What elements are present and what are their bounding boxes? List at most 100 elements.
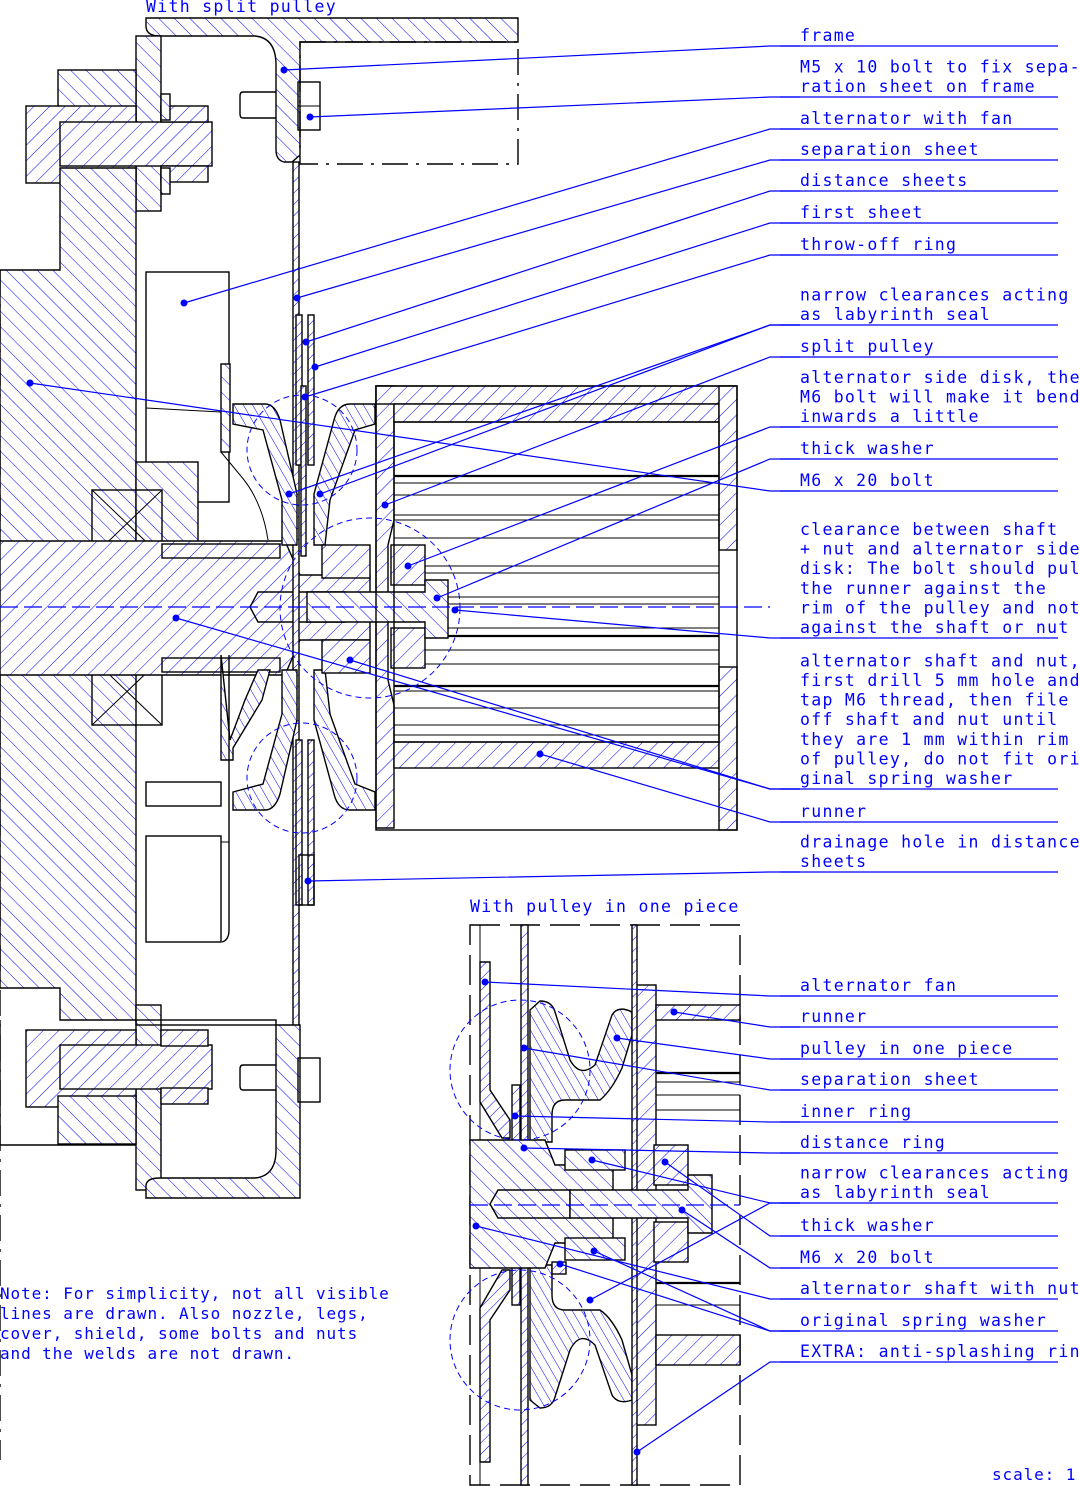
leader-dot	[180, 299, 188, 307]
leader-dot	[520, 1144, 528, 1152]
callout: M6 x 20 bolt	[780, 1248, 1058, 1269]
note-line: Note: For simplicity, not all visible	[0, 1284, 390, 1303]
leader-dot	[633, 1448, 641, 1456]
callout-text: alternator side disk, the	[800, 368, 1079, 387]
callout-text: alternator shaft and nut,	[800, 651, 1079, 670]
callout: frame	[780, 26, 1058, 47]
callout-text: thick washer	[800, 1216, 935, 1235]
fan-ring-top	[220, 363, 231, 453]
callout-text: against the shaft or nut	[800, 618, 1070, 637]
callout-text: as labyrinth seal	[800, 305, 991, 324]
callout: M6 x 20 bolt	[780, 471, 1058, 492]
frame-part	[145, 17, 519, 163]
leader-dot	[346, 656, 354, 664]
callout-text: narrow clearances acting	[800, 285, 1070, 304]
note-line: lines are drawn. Also nozzle, legs,	[0, 1304, 369, 1323]
callout: distance ring	[780, 1133, 1058, 1154]
alternator-bolt-shank-bottom	[59, 1044, 213, 1090]
callout: inner ring	[780, 1102, 1058, 1123]
detail-circle-center	[279, 517, 461, 699]
leader-dot	[481, 978, 489, 986]
leader-line	[283, 45, 800, 71]
callout-text: as labyrinth seal	[800, 1183, 991, 1202]
m6-bolt	[306, 579, 449, 639]
leader-line	[296, 159, 800, 299]
callout-text: runner	[800, 1007, 867, 1026]
leader-dot	[661, 1158, 669, 1166]
callout-text: throw-off ring	[800, 235, 957, 254]
leader-line	[436, 458, 800, 599]
leader-line	[514, 1115, 800, 1123]
scale-label: scale: 1:1	[992, 1465, 1079, 1484]
m5-bolt-shank-top	[239, 91, 276, 119]
callout: EXTRA: anti-splashing ring	[780, 1342, 1079, 1363]
callout-text: frame	[800, 26, 856, 45]
frame-box-upper	[299, 41, 519, 165]
callout-text: runner	[800, 802, 867, 821]
leader-dot	[520, 1044, 528, 1052]
leader-line	[314, 222, 800, 368]
split-pulley-assembly: With split pulley	[0, 0, 770, 1460]
leader-dot	[678, 1206, 686, 1214]
callout-text: narrow clearances acting	[800, 1163, 1070, 1182]
detail-circle-one-piece-lower	[449, 1269, 591, 1411]
callout: alternator fan	[780, 976, 1058, 997]
callout: alternator with fan	[780, 109, 1058, 130]
detail-circle-lower	[246, 722, 358, 834]
first-sheet	[300, 385, 307, 557]
leader-dot	[301, 393, 309, 401]
split-pulley-left-top	[232, 403, 298, 546]
callout-text: ginal spring washer	[800, 769, 1013, 788]
callout-text: M5 x 10 bolt to fix sepa-	[800, 57, 1079, 76]
callout: clearance between shaft+ nut and alterna…	[780, 520, 1079, 639]
leader-dot	[590, 1247, 598, 1255]
leader-line	[307, 871, 800, 882]
leader-dot	[404, 562, 412, 570]
leader-dot	[670, 1008, 678, 1016]
leader-dot	[381, 501, 389, 509]
callout: M5 x 10 bolt to fix sepa-ration sheet on…	[780, 57, 1079, 98]
leader-line	[407, 426, 800, 567]
callout-text: pulley in one piece	[800, 1039, 1013, 1058]
callout: original spring washer	[780, 1311, 1058, 1332]
callout: distance sheets	[780, 171, 1058, 192]
alternator-fan-part	[479, 961, 511, 1139]
callout-text: split pulley	[800, 337, 935, 356]
leader-dot	[536, 750, 544, 758]
leader-dot	[556, 1260, 564, 1268]
one-piece-pulley-assembly: With pulley in one piece	[449, 897, 741, 1486]
leader-dot	[280, 66, 288, 74]
split-pulley-right-top	[313, 403, 376, 546]
callout: thick washer	[780, 1216, 1058, 1237]
leader-dot	[302, 338, 310, 346]
leader-dot	[304, 877, 312, 885]
leader-dot	[451, 606, 459, 614]
callout-text: rim of the pulley and not	[800, 598, 1079, 617]
leader-dot	[316, 490, 324, 498]
callout: thick washer	[780, 439, 1058, 460]
callout-text: alternator fan	[800, 976, 957, 995]
leader-dot	[613, 1034, 621, 1042]
callout: runner	[780, 1007, 1058, 1028]
callout-text: alternator shaft with nut	[800, 1279, 1079, 1298]
callout: alternator shaft and nut,first drill 5 m…	[780, 651, 1079, 790]
callout-text: clearance between shaft	[800, 520, 1058, 539]
leader-line	[305, 190, 800, 343]
leader-dot	[472, 1222, 480, 1230]
callout-text: inwards a little	[800, 407, 980, 426]
note-line: cover, shield, some bolts and nuts	[0, 1324, 358, 1343]
callout-text: thick washer	[800, 439, 935, 458]
leader-line	[636, 1361, 800, 1453]
one-piece-view-title: With pulley in one piece	[470, 897, 740, 916]
leader-line	[309, 96, 800, 118]
leader-line	[304, 254, 800, 398]
callout-text: tap M6 thread, then file	[800, 691, 1070, 710]
callout-text: + nut and alternator side	[800, 540, 1079, 559]
alternator-housing	[0, 167, 137, 546]
callout: first sheet	[780, 203, 1058, 224]
m6-bolt-one-piece	[569, 1174, 713, 1234]
callout-labels: frame M5 x 10 bolt to fix sepa-ration she…	[780, 26, 1079, 1363]
